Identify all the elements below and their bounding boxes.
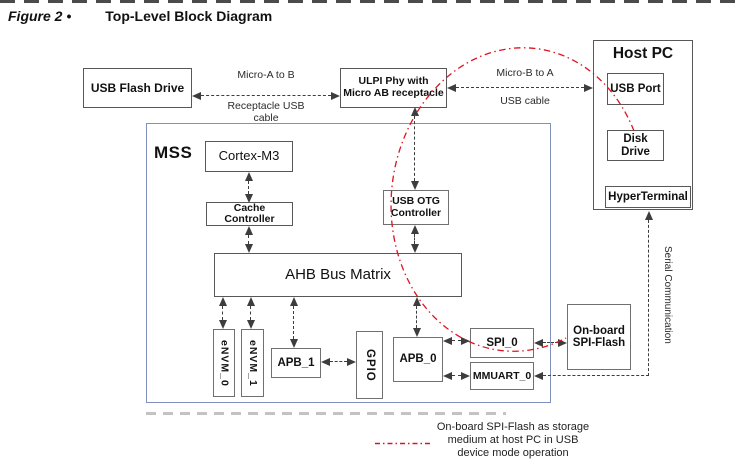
envm0-label: eNVM_0 bbox=[218, 339, 231, 387]
onboard-flash-line2: SPI-Flash bbox=[572, 337, 626, 349]
page-edge-artifact-bottom bbox=[146, 412, 506, 415]
connector-usbotg-ahb bbox=[411, 225, 420, 253]
connector-flashdrive-ulpi bbox=[192, 92, 340, 101]
cache-controller-line1: Cache bbox=[233, 201, 266, 214]
connector-ahb-envm0 bbox=[219, 297, 228, 329]
block-cache-controller: Cache Controller bbox=[206, 202, 293, 226]
envm1-label: eNVM_1 bbox=[246, 339, 259, 387]
block-hyperterminal: HyperTerminal bbox=[605, 186, 691, 208]
block-usb-port: USB Port bbox=[607, 73, 664, 105]
receptacle-usb-line1: Receptacle USB bbox=[227, 100, 305, 112]
block-apb1: APB_1 bbox=[271, 348, 321, 378]
label-usb-cable: USB cable bbox=[500, 95, 550, 107]
mss-label: MSS bbox=[154, 143, 193, 162]
connector-ahb-apb0 bbox=[413, 297, 422, 337]
block-apb0: APB_0 bbox=[393, 337, 443, 382]
figure-label: Figure 2 • bbox=[8, 8, 72, 24]
label-micro-a-to-b: Micro-A to B bbox=[237, 69, 295, 81]
connector-serial-vertical bbox=[645, 211, 654, 376]
block-ahb-bus-matrix: AHB Bus Matrix bbox=[214, 253, 462, 297]
block-disk-drive: Disk Drive bbox=[607, 130, 664, 161]
label-serial-communication: Serial Communication bbox=[662, 246, 673, 344]
connector-ulpi-hostpc bbox=[447, 84, 593, 93]
connector-apb0-mmuart0 bbox=[443, 372, 470, 381]
connector-apb1-gpio bbox=[321, 358, 356, 367]
ulpi-phy-line2: Micro AB receptacle bbox=[343, 87, 444, 99]
block-cortex-m3: Cortex-M3 bbox=[205, 141, 293, 172]
legend-line1: On-board SPI-Flash as storage bbox=[436, 421, 590, 433]
block-spi0: SPI_0 bbox=[470, 328, 534, 358]
legend-line2: medium at host PC in USB bbox=[447, 433, 579, 446]
block-mmuart0: MMUART_0 bbox=[470, 362, 534, 390]
block-envm1: eNVM_1 bbox=[241, 329, 264, 397]
block-envm0: eNVM_0 bbox=[213, 329, 235, 397]
onboard-flash-line1: On-board bbox=[573, 324, 625, 337]
cache-controller-line2: Controller bbox=[224, 213, 275, 225]
legend-line3: device mode operation bbox=[457, 446, 569, 459]
host-pc-frame bbox=[593, 40, 693, 210]
connector-spi0-onboardflash bbox=[534, 339, 567, 348]
page-edge-artifact-top bbox=[0, 0, 736, 3]
connector-cortex-cache bbox=[245, 172, 254, 203]
block-ulpi-phy: ULPI Phy with Micro AB receptacle bbox=[340, 68, 447, 108]
label-receptacle-usb-cable: Receptacle USB cable bbox=[200, 100, 332, 124]
usb-otg-line1: USB OTG bbox=[392, 194, 440, 207]
block-usb-otg-controller: USB OTG Controller bbox=[383, 190, 449, 225]
label-micro-b-to-a: Micro-B to A bbox=[496, 67, 554, 79]
figure-caption: Figure 2 • Top-Level Block Diagram bbox=[8, 8, 272, 24]
connector-cache-ahb bbox=[245, 226, 254, 253]
connector-ulpi-usbotg bbox=[411, 107, 420, 190]
block-gpio: GPIO bbox=[356, 331, 383, 399]
figure-title: Top-Level Block Diagram bbox=[105, 8, 273, 24]
gpio-label: GPIO bbox=[363, 348, 376, 382]
usb-otg-line2: Controller bbox=[390, 206, 442, 219]
block-onboard-spi-flash: On-board SPI-Flash bbox=[567, 304, 631, 370]
connector-apb0-spi0 bbox=[443, 337, 470, 346]
connector-ahb-envm1 bbox=[247, 297, 256, 329]
connector-serial-horizontal bbox=[534, 372, 649, 381]
legend-text: On-board SPI-Flash as storage medium at … bbox=[420, 421, 606, 459]
host-pc-label: Host PC bbox=[612, 45, 674, 62]
receptacle-usb-line2: cable bbox=[253, 112, 279, 124]
block-usb-flash-drive: USB Flash Drive bbox=[83, 68, 192, 108]
connector-ahb-apb1 bbox=[290, 297, 299, 348]
